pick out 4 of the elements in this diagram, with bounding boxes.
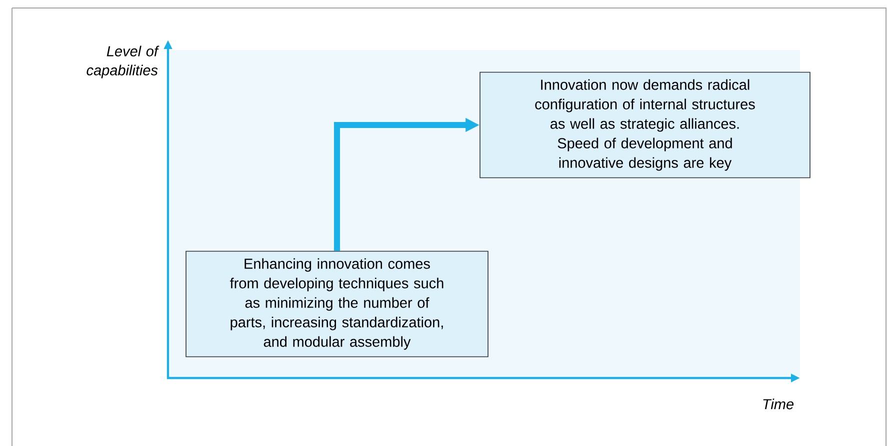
axis-label: Level of capabilities: [86, 46, 160, 78]
text-box: Enhancing innovation comes from developing techniques such as minimizing the number of parts, increasing standardization, and modular assembly: [186, 250, 488, 358]
text-box: Innovation now demands radical configuration of internal structures as well as strategic alliances. Speed of development and innovative designs are key: [480, 72, 810, 178]
axis-label: Time: [763, 398, 794, 410]
